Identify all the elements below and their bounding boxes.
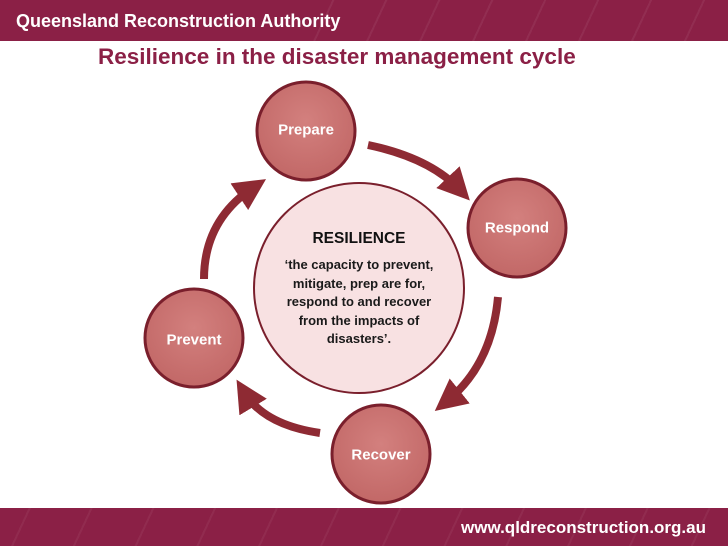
respond-label: Respond	[484, 219, 550, 237]
respond-node	[466, 177, 568, 279]
arrow-respond-to-recover	[434, 296, 502, 412]
footer-bar: www.qldreconstruction.org.au	[0, 508, 728, 546]
header-bar: Queensland Reconstruction Authority	[0, 0, 728, 41]
prepare-node	[255, 80, 357, 182]
arrow-recover-to-prevent	[236, 379, 321, 437]
prepare-label: Prepare	[278, 121, 334, 139]
header-pattern	[308, 0, 728, 41]
prevent-label: Prevent	[166, 331, 222, 349]
arrow-prepare-to-respond	[367, 141, 470, 201]
arrow-prevent-to-prepare	[200, 179, 267, 280]
website-link[interactable]: www.qldreconstruction.org.au	[461, 518, 706, 537]
resilience-heading: RESILIENCE	[312, 230, 406, 247]
prevent-node	[143, 287, 245, 389]
organization-name: Queensland Reconstruction Authority	[16, 11, 341, 31]
resilience-center-circle	[253, 182, 465, 394]
resilience-definition: ‘the capacity to prevent, mitigate, prep…	[284, 257, 434, 346]
footer-pattern	[0, 508, 728, 546]
slide-title: Resilience in the disaster management cy…	[98, 44, 576, 69]
recover-label: Recover	[351, 446, 411, 464]
recover-node	[330, 403, 432, 505]
